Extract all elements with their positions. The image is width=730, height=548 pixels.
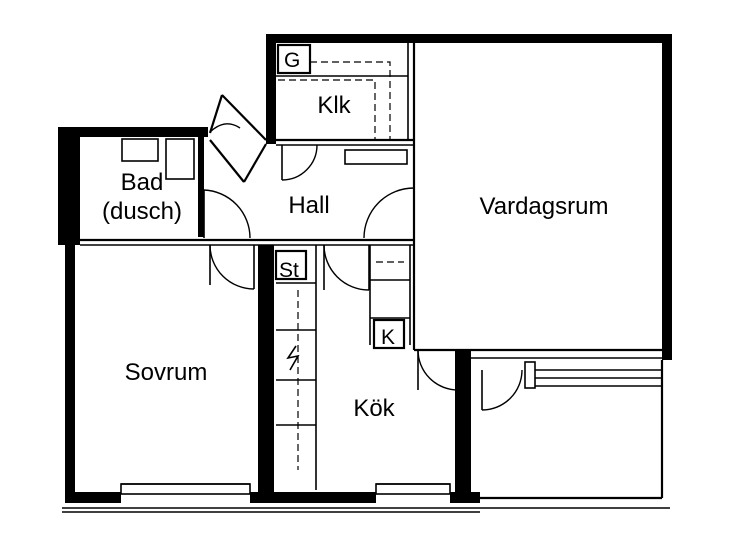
wall-top-bad <box>58 127 208 137</box>
wall-bottom-2 <box>250 492 376 503</box>
wall-top-vardagsrum <box>410 34 672 43</box>
wall-left-sovrum <box>65 245 75 503</box>
wall-right-bad <box>198 127 204 237</box>
wall-right <box>662 34 672 360</box>
room-label-bad-sub: (dusch) <box>102 198 182 225</box>
st-label: St <box>279 259 299 282</box>
room-label-kok: Kök <box>353 395 395 422</box>
wall-top-klk <box>266 34 416 43</box>
g-label: G <box>284 49 300 72</box>
room-label-bad: Bad <box>121 169 164 196</box>
wall-bottom-1 <box>65 492 121 503</box>
wall-left-klk <box>266 34 276 144</box>
electric-symbol <box>286 345 300 371</box>
wall-right-kok <box>455 350 471 503</box>
wall-bottom-3 <box>450 492 480 503</box>
room-label-sovrum: Sovrum <box>125 359 208 386</box>
room-label-klk: Klk <box>317 92 351 119</box>
wall-left-bad <box>58 127 80 245</box>
wall-sovrum-kok <box>258 245 274 503</box>
room-label-vardagsrum: Vardagsrum <box>480 193 609 220</box>
room-label-hall: Hall <box>288 192 329 219</box>
k-label: K <box>381 326 395 349</box>
